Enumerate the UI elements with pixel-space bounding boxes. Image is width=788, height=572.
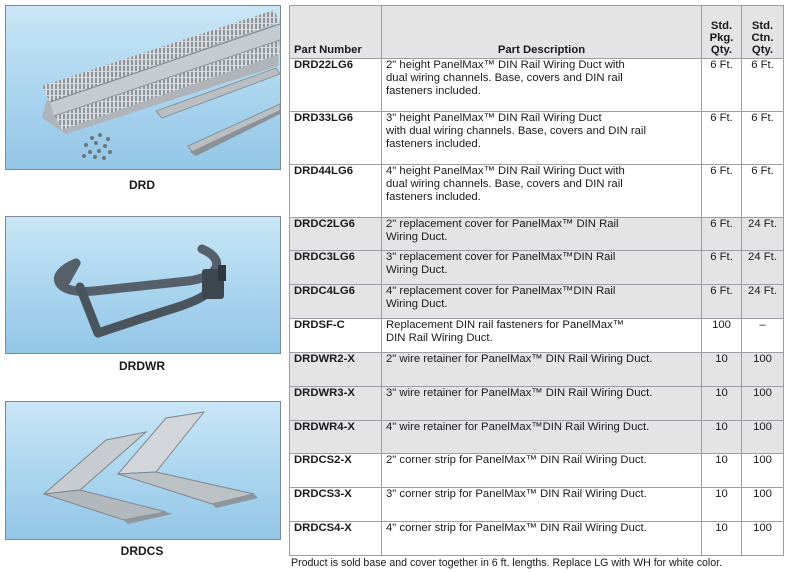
wiring-duct-illustration: [42, 10, 280, 160]
part-description: 4" wire retainer for PanelMax™DIN Rail W…: [381, 420, 702, 454]
table-row: DRDC2LG6 2" replacement cover for PanelM…: [289, 217, 784, 251]
header-part-number: Part Number: [289, 5, 382, 59]
part-number: DRDC4LG6: [289, 284, 382, 319]
std-pkg-qty: 100: [701, 318, 742, 353]
part-number: DRDWR2-X: [289, 352, 382, 387]
corner-strip-photo: [5, 401, 281, 540]
table-row: DRDWR3-X 3" wire retainer for PanelMax™ …: [289, 386, 784, 421]
wire-retainer-photo: [5, 216, 281, 354]
part-number: DRDSF-C: [289, 318, 382, 353]
std-pkg-qty: 6 Ft.: [701, 111, 742, 165]
image-caption-drdcs: DRDCS: [120, 544, 164, 558]
din-rail-wiring-duct-photo: [5, 5, 281, 170]
part-description: 2" corner strip for PanelMax™ DIN Rail W…: [381, 453, 702, 488]
parts-table: Part Number Part Description Std.Pkg.Qty…: [289, 5, 784, 556]
std-pkg-qty: 6 Ft.: [701, 58, 742, 112]
part-number: DRDCS2-X: [289, 453, 382, 488]
table-row: DRD22LG6 2" height PanelMax™ DIN Rail Wi…: [289, 58, 784, 112]
part-number: DRD33LG6: [289, 111, 382, 165]
part-description: 3" height PanelMax™ DIN Rail Wiring Duct…: [381, 111, 702, 165]
std-ctn-qty: 24 Ft.: [741, 250, 784, 285]
std-ctn-qty: 100: [741, 487, 784, 522]
part-description: 3" corner strip for PanelMax™ DIN Rail W…: [381, 487, 702, 522]
std-ctn-qty: 24 Ft.: [741, 217, 784, 251]
std-pkg-qty: 6 Ft.: [701, 217, 742, 251]
part-description: 3" replacement cover for PanelMax™DIN Ra…: [381, 250, 702, 285]
std-ctn-qty: 24 Ft.: [741, 284, 784, 319]
part-number: DRDWR4-X: [289, 420, 382, 454]
table-row: DRDCS3-X 3" corner strip for PanelMax™ D…: [289, 487, 784, 522]
std-pkg-qty: 10: [701, 352, 742, 387]
part-description: 3" wire retainer for PanelMax™ DIN Rail …: [381, 386, 702, 421]
part-description: 2" wire retainer for PanelMax™ DIN Rail …: [381, 352, 702, 387]
part-number: DRDC3LG6: [289, 250, 382, 285]
corner-strip-illustration: [42, 411, 258, 524]
header-part-description: Part Description: [381, 5, 702, 59]
part-description: 4" replacement cover for PanelMax™DIN Ra…: [381, 284, 702, 319]
part-number: DRDWR3-X: [289, 386, 382, 421]
table-row: DRDWR2-X 2" wire retainer for PanelMax™ …: [289, 352, 784, 387]
wire-retainer-illustration: [54, 244, 226, 338]
table-row: DRD44LG6 4" height PanelMax™ DIN Rail Wi…: [289, 164, 784, 218]
image-caption-drd: DRD: [129, 178, 155, 192]
std-ctn-qty: 6 Ft.: [741, 111, 784, 165]
std-ctn-qty: 100: [741, 352, 784, 387]
std-ctn-qty: –: [741, 318, 784, 353]
table-header-row: Part Number Part Description Std.Pkg.Qty…: [289, 5, 784, 59]
part-number: DRD22LG6: [289, 58, 382, 112]
std-ctn-qty: 100: [741, 386, 784, 421]
header-std-ctn-qty: Std.Ctn.Qty.: [741, 5, 784, 59]
std-ctn-qty: 100: [741, 521, 784, 556]
table-row: DRDC4LG6 4" replacement cover for PanelM…: [289, 284, 784, 319]
header-std-pkg-qty: Std.Pkg.Qty.: [701, 5, 742, 59]
std-pkg-qty: 10: [701, 386, 742, 421]
part-description: 2" replacement cover for PanelMax™ DIN R…: [381, 217, 702, 251]
part-number: DRDCS3-X: [289, 487, 382, 522]
table-row: DRD33LG6 3" height PanelMax™ DIN Rail Wi…: [289, 111, 784, 165]
std-ctn-qty: 100: [741, 420, 784, 454]
part-description: Replacement DIN rail fasteners for Panel…: [381, 318, 702, 353]
std-ctn-qty: 100: [741, 453, 784, 488]
part-number: DRD44LG6: [289, 164, 382, 218]
std-pkg-qty: 10: [701, 420, 742, 454]
table-row: DRDSF-C Replacement DIN rail fasteners f…: [289, 318, 784, 353]
part-description: 4" height PanelMax™ DIN Rail Wiring Duct…: [381, 164, 702, 218]
table-row: DRDWR4-X 4" wire retainer for PanelMax™D…: [289, 420, 784, 454]
std-pkg-qty: 10: [701, 453, 742, 488]
std-pkg-qty: 6 Ft.: [701, 250, 742, 285]
std-pkg-qty: 10: [701, 521, 742, 556]
std-ctn-qty: 6 Ft.: [741, 164, 784, 218]
footnote: Product is sold base and cover together …: [291, 557, 723, 569]
std-pkg-qty: 6 Ft.: [701, 164, 742, 218]
part-number: DRDC2LG6: [289, 217, 382, 251]
image-caption-drdwr: DRDWR: [119, 359, 165, 373]
part-description: 4" corner strip for PanelMax™ DIN Rail W…: [381, 521, 702, 556]
table-row: DRDCS2-X 2" corner strip for PanelMax™ D…: [289, 453, 784, 488]
part-number: DRDCS4-X: [289, 521, 382, 556]
table-row: DRDC3LG6 3" replacement cover for PanelM…: [289, 250, 784, 285]
std-ctn-qty: 6 Ft.: [741, 58, 784, 112]
table-row: DRDCS4-X 4" corner strip for PanelMax™ D…: [289, 521, 784, 556]
std-pkg-qty: 6 Ft.: [701, 284, 742, 319]
part-description: 2" height PanelMax™ DIN Rail Wiring Duct…: [381, 58, 702, 112]
std-pkg-qty: 10: [701, 487, 742, 522]
